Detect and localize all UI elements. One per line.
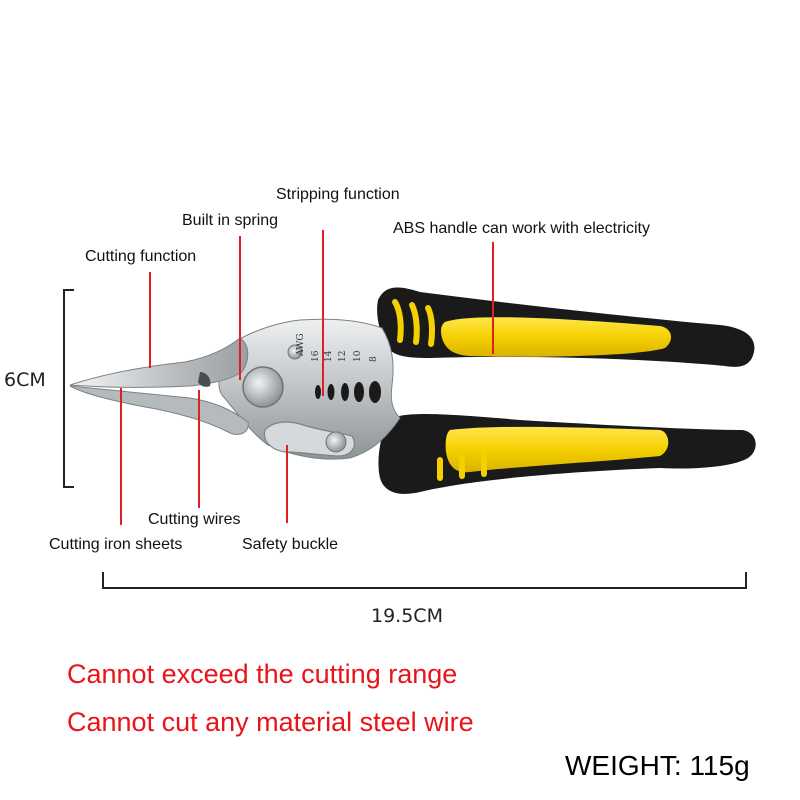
dimension-length: 19.5CM <box>371 605 443 627</box>
label-cutting-iron-sheets: Cutting iron sheets <box>49 536 183 553</box>
upper-grip-ridge <box>409 302 420 345</box>
label-built-in-spring: Built in spring <box>182 212 279 229</box>
awg-gauge: 10 <box>353 350 363 362</box>
warning-steel-wire: Cannot cut any material steel wire <box>67 707 474 737</box>
pivot-bolt <box>242 366 284 408</box>
label-safety-buckle: Safety buckle <box>242 536 339 553</box>
height-bracket <box>63 289 74 488</box>
awg-gauge: 8 <box>369 356 379 362</box>
upper-handle-yellow <box>441 317 672 357</box>
label-cutting-function: Cutting function <box>85 248 197 265</box>
weight-label: WEIGHT: 115g <box>565 750 750 781</box>
label-cutting-wires: Cutting wires <box>148 511 241 528</box>
awg-label: AWG <box>296 333 306 356</box>
label-stripping-function: Stripping function <box>276 186 400 203</box>
buckle-rivet <box>325 431 347 453</box>
blade-notch <box>198 372 211 387</box>
awg-gauge: 12 <box>338 350 348 362</box>
upper-grip-ridge <box>425 305 435 347</box>
lower-handle-yellow <box>445 426 669 473</box>
label-abs-handle: ABS handle can work with electricity <box>393 220 650 237</box>
stripping-holes <box>315 381 381 403</box>
warning-cutting-range: Cannot exceed the cutting range <box>67 659 458 689</box>
length-bracket <box>102 572 747 589</box>
lower-blade <box>69 385 249 435</box>
awg-gauge: 16 <box>311 350 321 362</box>
small-rivet <box>287 344 303 360</box>
upper-blade <box>69 337 249 388</box>
awg-scale: AWG 16 14 12 10 8 <box>296 330 398 380</box>
upper-grip-ridge <box>392 299 404 343</box>
dimension-height: 6CM <box>4 369 46 391</box>
awg-gauge: 14 <box>324 350 334 362</box>
